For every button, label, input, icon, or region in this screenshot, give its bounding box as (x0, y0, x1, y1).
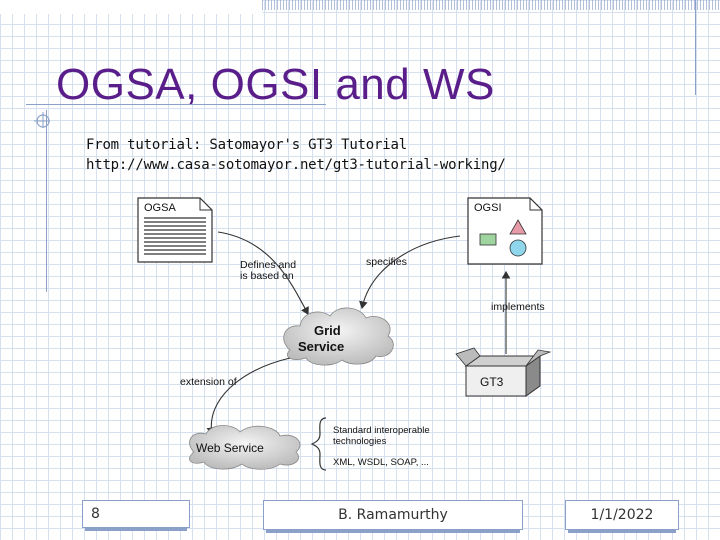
ogsa-document-icon: OGSA (137, 197, 213, 263)
page-number-box: 8 (82, 500, 190, 531)
gt3-label: GT3 (480, 375, 504, 389)
specifies-label: specifies (366, 256, 407, 268)
subtitle-line-1: From tutorial: Satomayor's GT3 Tutorial (86, 137, 407, 153)
subtitle-line-2: http://www.casa-sotomayor.net/gt3-tutori… (86, 157, 506, 173)
left-decor-line (46, 110, 47, 292)
defines-label-line-2: is based on (240, 270, 294, 282)
extension-arrow (206, 357, 291, 436)
standard-line-1: Standard interoperable (333, 425, 430, 436)
ogsi-document-icon: OGSI (467, 197, 543, 265)
web-service-label: Web Service (196, 441, 264, 455)
slide-title: OGSA, OGSI and WS (56, 60, 495, 109)
slide-date: 1/1/2022 (590, 507, 654, 523)
page-number: 8 (91, 506, 100, 522)
defines-arrow (217, 231, 309, 315)
author-name: B. Ramamurthy (338, 507, 448, 523)
standard-line-3: XML, WSDL, SOAP, ... (333, 457, 429, 468)
web-service-cloud: Web Service (189, 425, 301, 470)
grid-service-line-2: Service (298, 339, 344, 354)
extension-label: extension of (180, 376, 237, 388)
corner-mark-icon (34, 112, 50, 128)
defines-label-line-1: Defines and (240, 259, 296, 271)
date-box: 1/1/2022 (565, 500, 679, 533)
brace-shape (310, 417, 327, 471)
top-decoration (0, 0, 720, 14)
ogsi-doc-label: OGSI (474, 202, 502, 214)
grid-service-line-1: Grid (314, 323, 341, 338)
specifies-arrow (359, 235, 461, 310)
right-decor-line (695, 0, 696, 95)
standard-line-2: technologies (333, 436, 387, 447)
title-underline (26, 104, 326, 105)
ogsa-ogsi-ws-diagram: OGSA OGSI Defines and is based on specif… (137, 197, 552, 471)
grid-service-cloud: Grid Service (283, 307, 394, 366)
gt3-box-icon: GT3 (455, 347, 552, 397)
ogsa-doc-label: OGSA (144, 202, 176, 214)
implements-label: implements (491, 301, 545, 313)
author-box: B. Ramamurthy (263, 500, 523, 533)
